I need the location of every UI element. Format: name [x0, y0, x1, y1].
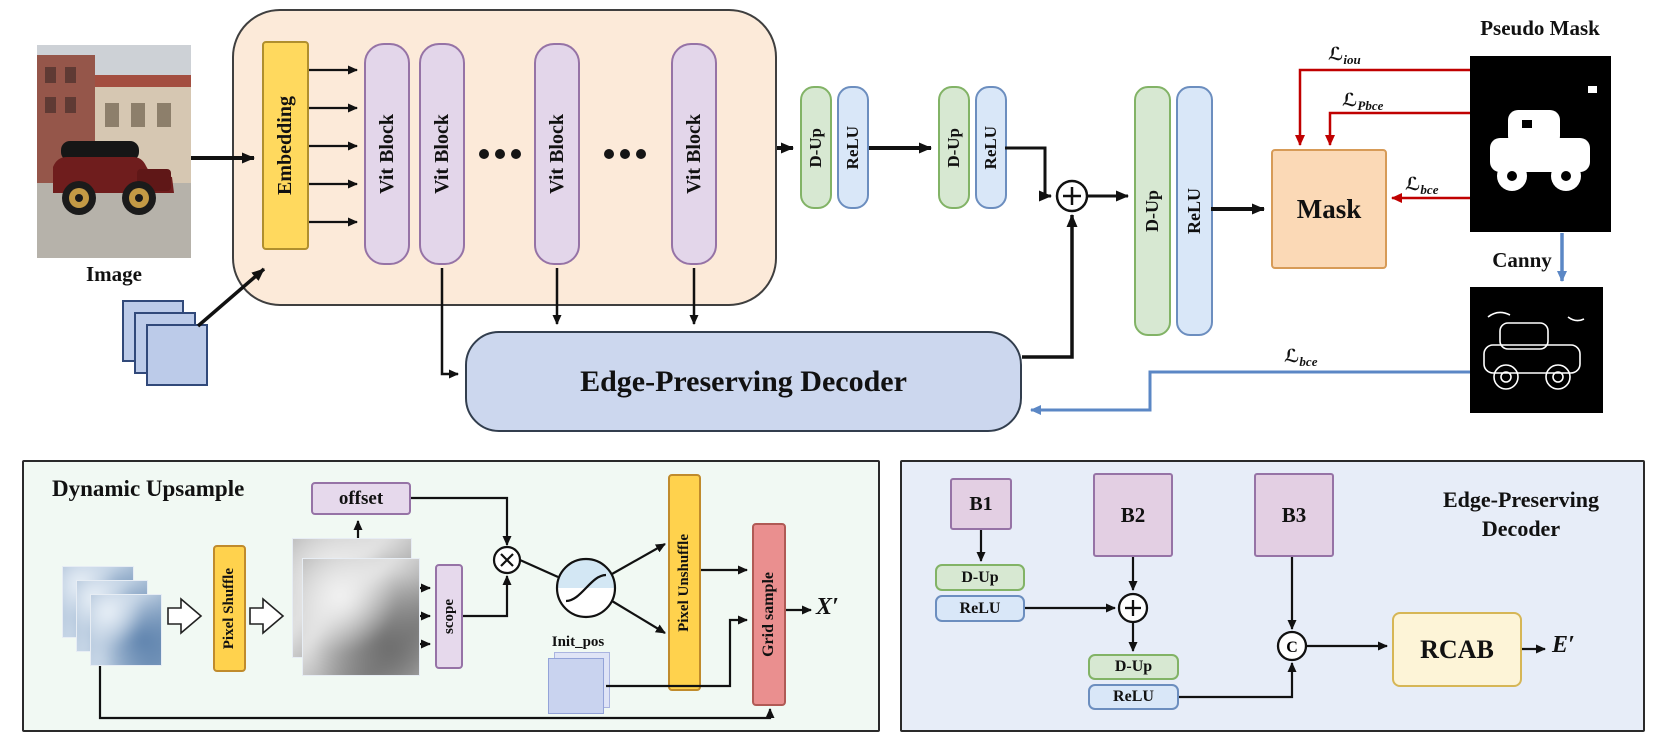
decoder-d-up-box-2: D-Up: [1088, 654, 1179, 680]
b2-box: B2: [1093, 473, 1173, 557]
loss-label-bce-edge: ℒbce: [1284, 346, 1318, 369]
vit-block-3: Vit Block: [534, 43, 580, 265]
loss-label-iou: ℒiou: [1328, 44, 1361, 67]
decoder-output-e: E′: [1552, 632, 1575, 658]
arrow-canny-to-decoder: [1030, 370, 1470, 415]
relu-box-1: ReLU: [837, 86, 869, 209]
mask-box: Mask: [1271, 149, 1387, 269]
relu-box-3: ReLU: [1176, 86, 1213, 336]
grid-sample-box: Grid sample: [752, 523, 786, 706]
pixel-unshuffle-box: Pixel Unshuffle: [668, 474, 701, 691]
arrow-loss-iou: [1295, 68, 1470, 146]
d-up-box-1: D-Up: [800, 86, 832, 209]
decoder-d-up-box-1: D-Up: [935, 564, 1025, 591]
canny-art: [1470, 287, 1603, 413]
blurred-feature-thumb-front: [90, 594, 162, 666]
edge-decoder-title-line1: Edge-Preserving: [1442, 487, 1599, 512]
b1-box: B1: [950, 478, 1012, 530]
b3-box: B3: [1254, 473, 1334, 557]
scope-box: scope: [435, 564, 463, 669]
embedding-box: Embedding: [262, 41, 309, 250]
decoder-relu-box-2: ReLU: [1088, 684, 1179, 710]
pseudo-mask-image: [1470, 56, 1611, 232]
canny-caption: Canny: [1492, 248, 1552, 272]
blur-fill: [303, 559, 419, 675]
arrow-decoder-to-sum: [1022, 214, 1078, 359]
loss-label-bce-mask: ℒbce: [1405, 174, 1439, 197]
upsampled-gray-thumb-front: [302, 558, 420, 676]
offset-box: offset: [311, 482, 411, 515]
sum-circle-main: [1055, 179, 1089, 213]
arrow-relu2-to-sum: [1005, 146, 1052, 202]
vit-block-4: Vit Block: [671, 43, 717, 265]
init-pos-label: Init_pos: [551, 634, 605, 650]
edge-decoder-panel-title: Edge-Preserving Decoder: [1412, 486, 1630, 543]
init-pos-square: [548, 658, 604, 714]
decoder-relu-box-1: ReLU: [935, 595, 1025, 622]
arrow-loss-pbce: [1325, 111, 1470, 146]
input-image: [37, 45, 191, 258]
loss-label-pbce: ℒPbce: [1342, 90, 1384, 113]
d-up-box-2: D-Up: [938, 86, 970, 209]
blur-fill: [91, 595, 161, 665]
feature-map-stack-front: [146, 324, 208, 386]
pixel-shuffle-box: Pixel Shuffle: [213, 545, 246, 672]
d-up-box-3: D-Up: [1134, 86, 1171, 336]
rcab-box: RCAB: [1392, 612, 1522, 687]
input-image-art: [37, 45, 191, 258]
edge-preserving-decoder-box: Edge-Preserving Decoder: [465, 331, 1022, 432]
pseudo-mask-caption: Pseudo Mask: [1480, 16, 1600, 40]
vit-block-2: Vit Block: [419, 43, 465, 265]
relu-box-2: ReLU: [975, 86, 1007, 209]
input-image-caption: Image: [86, 262, 142, 286]
vit-block-1: Vit Block: [364, 43, 410, 265]
edge-decoder-title-line2: Decoder: [1481, 515, 1561, 541]
pseudo-mask-art: [1470, 56, 1611, 232]
dynamic-upsample-title: Dynamic Upsample: [52, 476, 245, 501]
upsample-output-x: X′: [816, 594, 839, 620]
canny-image: [1470, 287, 1603, 413]
